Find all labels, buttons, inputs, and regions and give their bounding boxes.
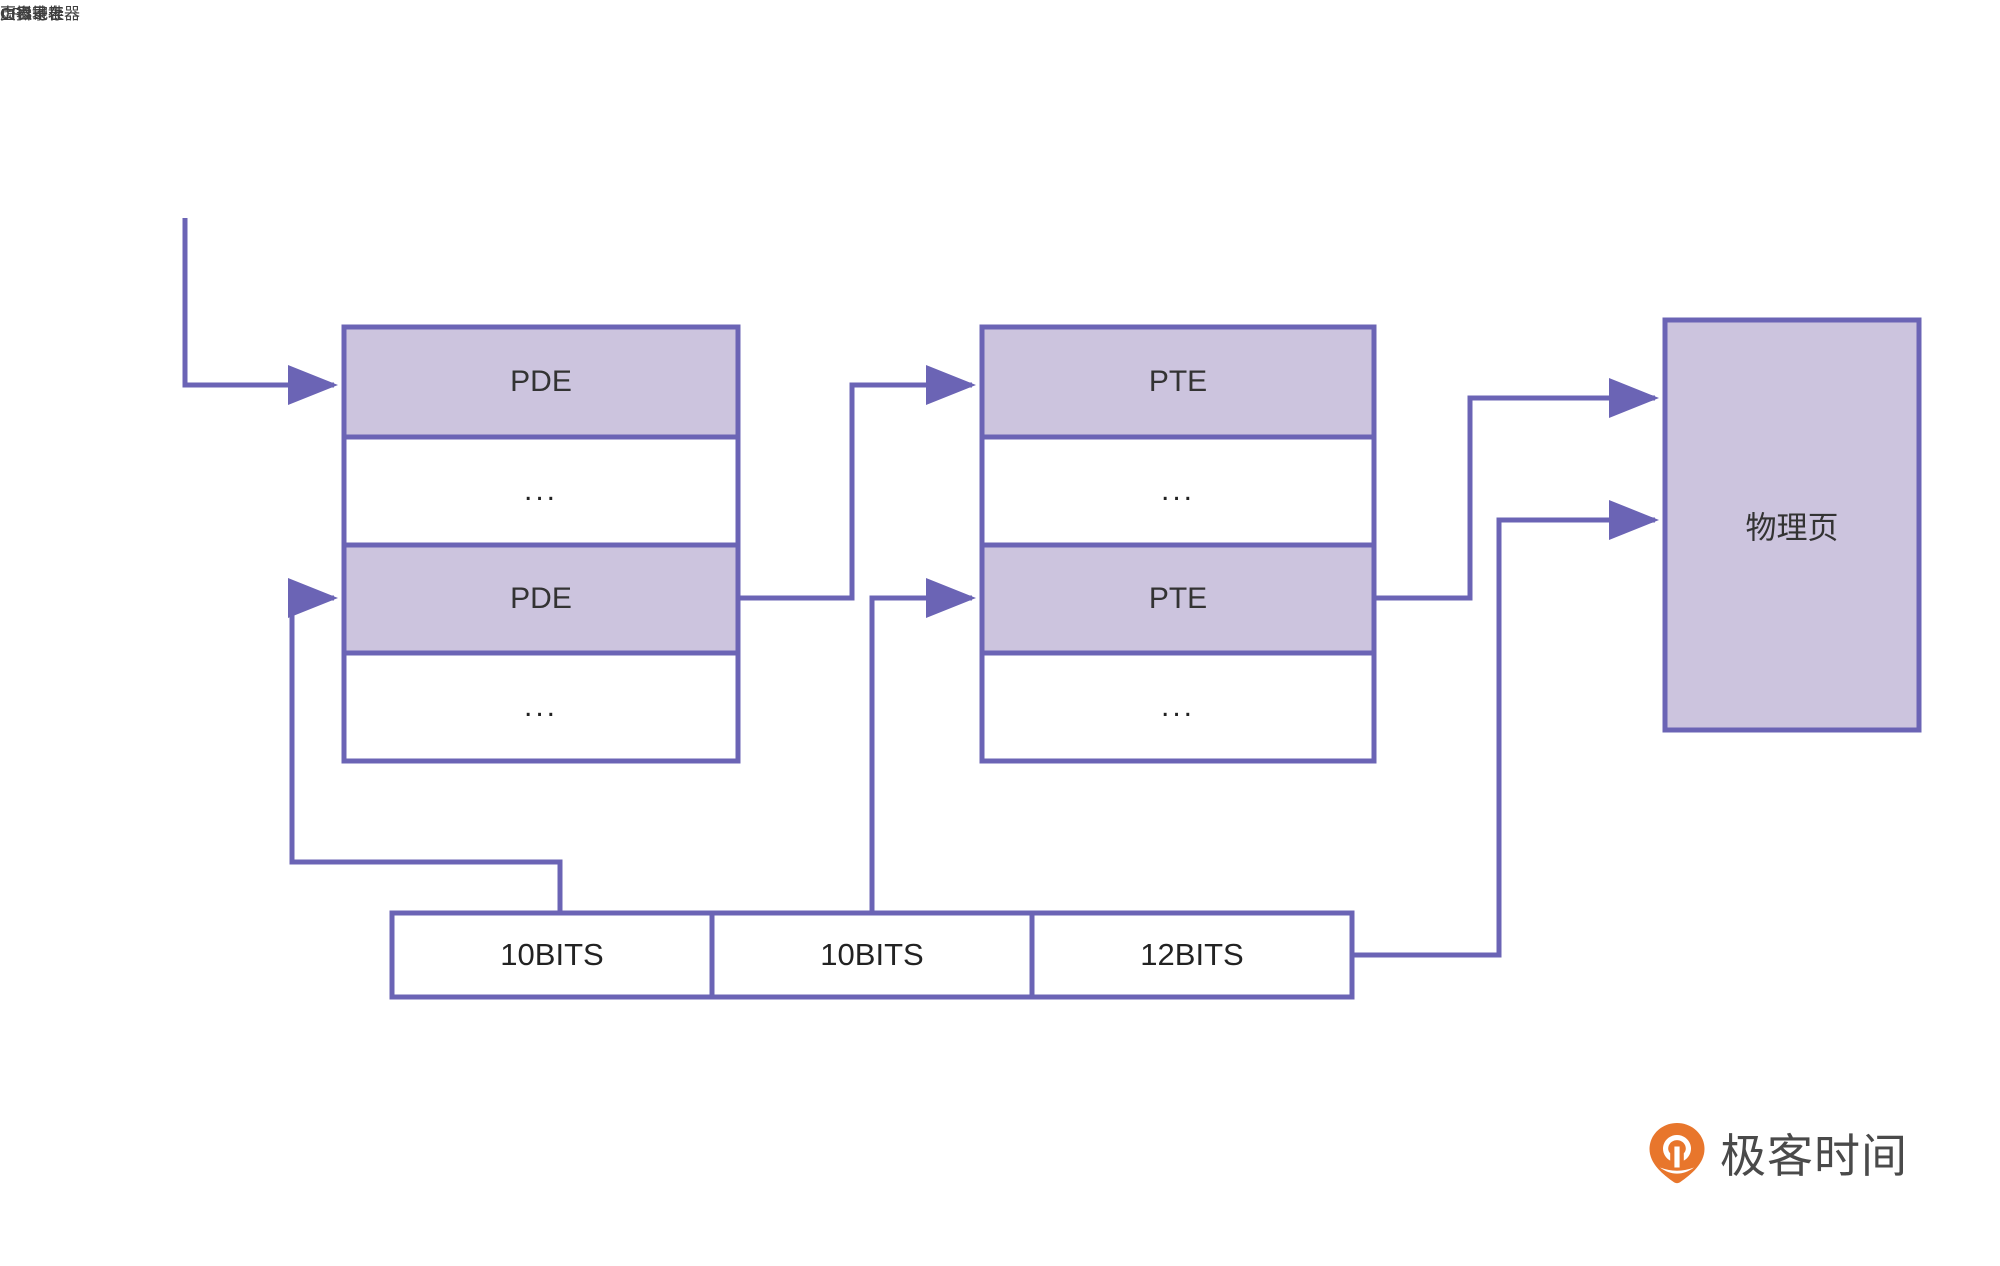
connector-va3-to-physical-page xyxy=(1352,500,1660,958)
brand-wordmark: 极客时间 xyxy=(1720,1130,1908,1182)
pdt-cell-label-1: ... xyxy=(523,474,559,507)
pdt-cell-label-0: PDE xyxy=(510,365,572,398)
pt-row-ellipsis-1[interactable] xyxy=(979,434,1377,548)
pt-cell-label-1: ... xyxy=(1160,474,1196,507)
pdt-row-pde-1[interactable] xyxy=(341,324,741,440)
connector-cr3-to-pde1 xyxy=(182,218,339,405)
pdt-cell-label-2: PDE xyxy=(510,582,572,615)
va-field-label-0: 10BITS xyxy=(500,937,604,972)
va-field-3[interactable] xyxy=(1029,910,1355,1000)
va-field-label-2: 12BITS xyxy=(1140,937,1244,972)
pdt-row-ellipsis-2[interactable] xyxy=(341,650,741,764)
connector-pte2-to-physical-page xyxy=(1374,378,1660,601)
pdt-row-ellipsis-1[interactable] xyxy=(341,434,741,548)
virtual-address-row xyxy=(389,910,1355,1000)
va-field-label-1: 10BITS xyxy=(820,937,924,972)
label-page-table: 页表 xyxy=(0,6,33,23)
label-cr3-register: CR3寄存器 xyxy=(0,6,81,23)
page-directory-table xyxy=(341,324,741,764)
label-page-directory-table: 页目录表 xyxy=(0,6,65,23)
pt-cell-label-0: PTE xyxy=(1148,365,1208,398)
connector-va1-to-pde2 xyxy=(288,578,563,913)
physical-page-label: 物理页 xyxy=(1745,510,1839,546)
physical-page-box[interactable] xyxy=(1662,317,1922,733)
pt-cell-label-2: PTE xyxy=(1148,582,1208,615)
pt-row-ellipsis-2[interactable] xyxy=(979,650,1377,764)
label-virtual-address: 虚拟地址 xyxy=(0,6,65,23)
pdt-cell-label-3: ... xyxy=(523,690,559,723)
va-field-1[interactable] xyxy=(389,910,715,1000)
pt-cell-label-3: ... xyxy=(1160,690,1196,723)
connector-va2-to-pte2 xyxy=(869,578,977,913)
page-table xyxy=(979,324,1377,764)
geektime-pin-icon xyxy=(1649,1123,1705,1184)
connector-pde2-to-pte1 xyxy=(738,365,977,601)
brand-logo: 极客时间 xyxy=(1648,1120,1908,1186)
